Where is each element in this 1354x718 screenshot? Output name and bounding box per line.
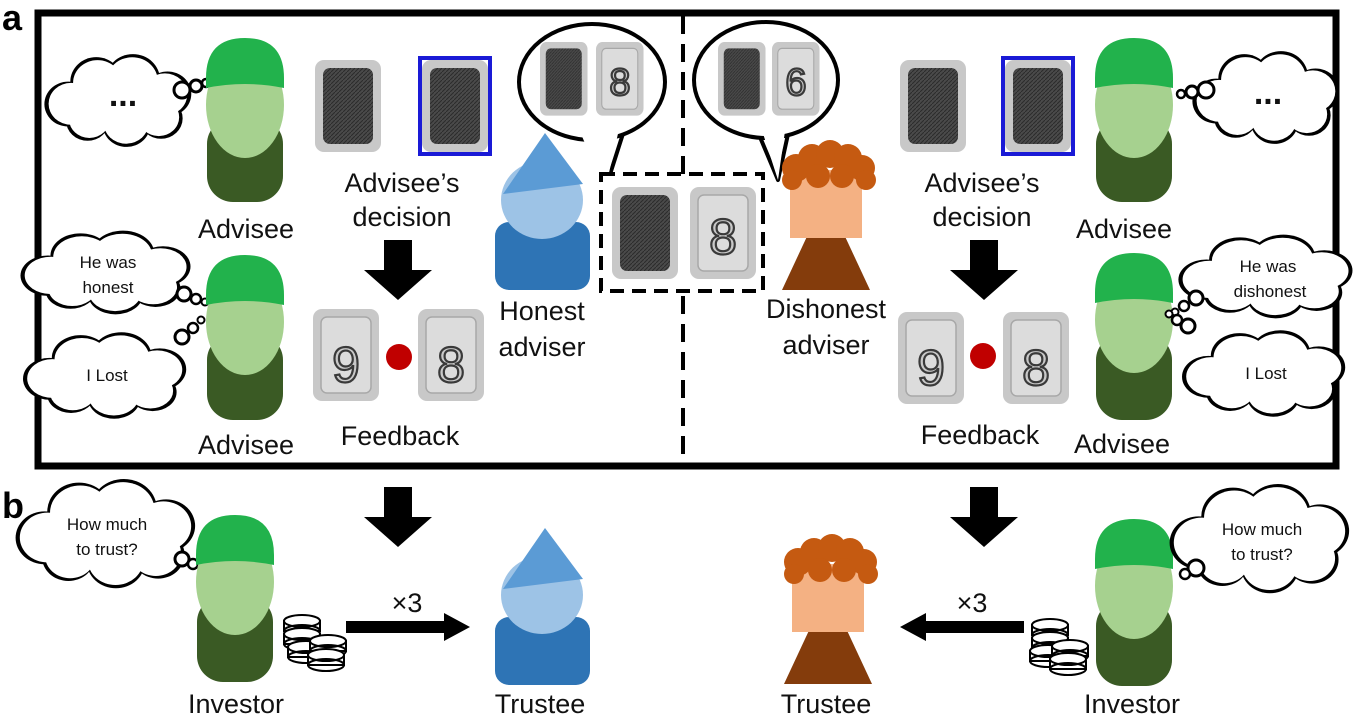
thought-text: How much [1222,520,1302,539]
comparison-dot [970,343,996,369]
feedback-label: Feedback [921,420,1040,450]
thought-text: I Lost [1245,364,1287,383]
thought-bubble-ellipsis-right: ... [1175,51,1340,144]
feedback-label: Feedback [341,421,460,451]
thought-bubble-lost-right: I Lost [1164,309,1346,417]
advice-card-digit: 8 [609,62,630,104]
dishonest-adviser-label-line2: adviser [782,330,869,360]
decision-label-line2: decision [932,202,1031,232]
panel-label-a: a [2,0,23,38]
thought-bubble-dishonest: He was dishonest [1170,234,1353,319]
thought-text: dishonest [1234,282,1307,301]
thought-bubble-honest: He was honest [20,230,210,315]
down-arrow-icon [364,240,432,300]
speech-bubble-dishonest: 6 [692,20,840,182]
trustee-label: Trustee [781,689,872,718]
decision-label-line1: Advisee’s [344,168,459,198]
selection-frame [1001,56,1075,156]
thought-text: I Lost [86,366,128,385]
down-arrow-icon [950,487,1018,547]
speech-bubble-honest: 8 [517,22,667,192]
advisee-figure-bottom-left [206,255,284,420]
feedback-card-digit: 9 [917,340,945,396]
advisee-figure-top-left [206,38,284,202]
thought-bubble-trust-left: How much to trust? [15,479,200,589]
honest-adviser-figure [495,133,590,290]
card-back-left [900,60,966,152]
honest-adviser-label-line1: Honest [499,296,585,326]
trustee-figure-dishonest [784,534,878,684]
down-arrow-icon [950,240,1018,300]
shown-card-back [612,187,678,279]
advisee-label: Advisee [1074,429,1170,459]
advice-card-digit: 6 [785,62,806,104]
investor-label: Investor [188,689,284,718]
advice-card-back [540,42,588,116]
advisee-figure-bottom-right [1095,253,1173,420]
thought-text: to trust? [76,540,137,559]
advice-card-back [718,42,766,116]
thought-text: honest [82,278,133,297]
thought-bubble-trust-right: How much to trust? [1169,484,1350,594]
honest-adviser-label-line2: adviser [498,332,585,362]
thought-text: ... [1254,74,1282,112]
thought-bubble-lost-left: I Lost [22,315,206,419]
thought-text: to trust? [1231,545,1292,564]
dishonest-adviser-figure [782,140,876,290]
investor-label: Investor [1084,689,1180,718]
decision-label-line2: decision [352,202,451,232]
decision-label-line1: Advisee’s [924,168,1039,198]
trustee-figure-honest [495,528,590,685]
thought-bubble-ellipsis-left: ... [44,54,212,147]
trustee-label: Trustee [495,689,586,718]
right-arrow-icon [346,613,470,641]
advisee-label: Advisee [1076,214,1172,244]
down-arrow-icon [364,487,432,547]
investor-figure-left [196,515,274,682]
coins-icon [283,614,347,672]
multiplier-label: ×3 [392,588,423,618]
left-arrow-icon [900,613,1024,641]
feedback-card-digit: 8 [437,337,465,393]
multiplier-label: ×3 [957,588,988,618]
shown-card-digit: 8 [709,209,737,265]
thought-text: How much [67,515,147,534]
comparison-dot [386,344,412,370]
feedback-card-digit: 8 [1022,340,1050,396]
coins-icon [1029,618,1089,676]
card-back-selected [1005,60,1071,152]
advisee-label: Advisee [198,214,294,244]
panel-label-b: b [2,485,24,526]
feedback-card-digit: 9 [332,337,360,393]
advisee-figure-top-right [1095,38,1173,202]
card-back-left [315,60,381,152]
selection-frame [418,56,492,156]
thought-text: He was [1240,257,1297,276]
dishonest-adviser-label-line1: Dishonest [766,294,887,324]
advisee-label: Advisee [198,430,294,460]
thought-text: He was [80,253,137,272]
thought-text: ... [109,76,137,114]
investor-figure-right [1095,519,1173,686]
card-back-selected [422,60,488,152]
panel-a-frame [34,9,1340,470]
